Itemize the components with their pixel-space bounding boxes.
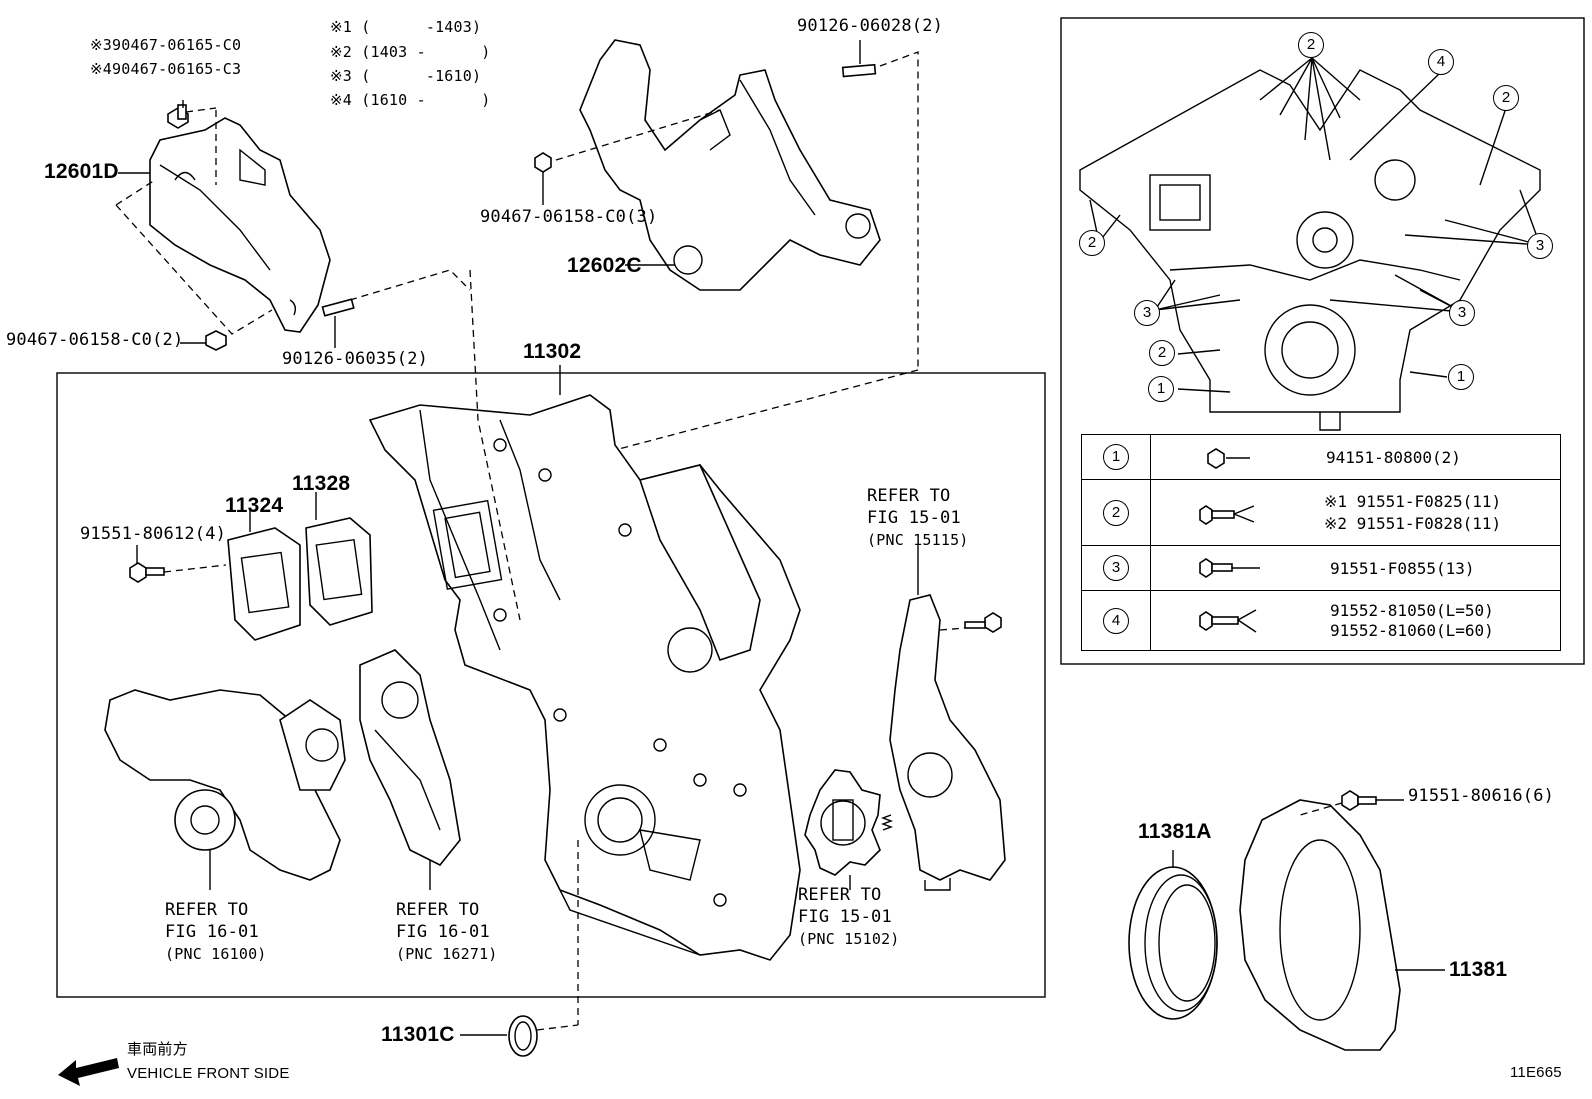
bracket-12601D bbox=[149, 117, 331, 333]
legend-part-number[interactable]: 91552-81060(L=60) bbox=[1330, 620, 1494, 640]
note-4: ※4 (1610 - ) bbox=[330, 91, 491, 109]
pump-gasket bbox=[359, 649, 461, 867]
inset-marker: 2 bbox=[1298, 32, 1324, 58]
part-number[interactable]: 90467-06158-C0(3) bbox=[480, 207, 658, 227]
part-number[interactable]: 11381A bbox=[1138, 820, 1212, 843]
stud-icon bbox=[321, 298, 355, 317]
refer-to-pnc[interactable]: (PNC 16271) bbox=[396, 945, 498, 963]
legend-row: 1 94151-80800(2) bbox=[1081, 434, 1561, 480]
legend-number: 3 bbox=[1103, 555, 1129, 581]
legend-number: 2 bbox=[1103, 499, 1129, 526]
refer-to-fig[interactable]: FIG 15-01 bbox=[867, 508, 961, 528]
refer-to-label[interactable]: REFER TO bbox=[396, 900, 480, 920]
bolt-icon bbox=[964, 612, 1002, 633]
assembly-frame bbox=[56, 372, 1046, 998]
part-number[interactable]: 11381 bbox=[1449, 958, 1508, 981]
note-2: ※2 (1403 - ) bbox=[330, 43, 491, 61]
inset-marker: 3 bbox=[1527, 233, 1553, 259]
part-number[interactable]: 11328 bbox=[292, 472, 351, 495]
oil-pump-rotor bbox=[804, 769, 881, 876]
part-number[interactable]: 90467-06158-C0(2) bbox=[6, 330, 184, 350]
refer-to-pnc[interactable]: (PNC 15102) bbox=[798, 930, 900, 948]
refer-to-label[interactable]: REFER TO bbox=[867, 486, 951, 506]
vehicle-front-jp-label: 車両前方 bbox=[127, 1041, 188, 1058]
inset-marker: 2 bbox=[1149, 340, 1175, 366]
bolt-icon bbox=[167, 104, 189, 129]
refer-to-label[interactable]: REFER TO bbox=[165, 900, 249, 920]
inset-marker: 1 bbox=[1148, 376, 1174, 402]
refer-to-fig[interactable]: FIG 15-01 bbox=[798, 907, 892, 927]
legend-part-number[interactable]: ※2 91551-F0828(11) bbox=[1324, 513, 1502, 533]
bolt-icon bbox=[205, 330, 227, 351]
inset-marker: 2 bbox=[1493, 85, 1519, 111]
stud-icon bbox=[841, 63, 877, 78]
timing-cover-11302 bbox=[368, 394, 801, 961]
inset-marker: 2 bbox=[1079, 230, 1105, 256]
part-number[interactable]: 91551-80616(6) bbox=[1408, 786, 1555, 806]
vehicle-front-label: VEHICLE FRONT SIDE bbox=[127, 1065, 290, 1082]
part-number[interactable]: ※390467-06165-C0 bbox=[90, 36, 242, 54]
refer-to-label[interactable]: REFER TO bbox=[798, 885, 882, 905]
vehicle-front-arrow-icon bbox=[58, 1058, 119, 1086]
seal-retainer-11381 bbox=[1239, 799, 1401, 1051]
inset-marker: 3 bbox=[1449, 300, 1475, 326]
refer-to-fig[interactable]: FIG 16-01 bbox=[396, 922, 490, 942]
inset-cover-outline bbox=[1079, 69, 1541, 431]
legend-row: 4 91552-81050(L=50) 91552-81060(L=60) bbox=[1081, 590, 1561, 651]
inset-marker: 3 bbox=[1134, 300, 1160, 326]
legend-part-number[interactable]: 91552-81050(L=50) bbox=[1330, 600, 1494, 620]
cover-12602C bbox=[579, 39, 881, 291]
legend-row: 2 ※1 91551-F0825(11) ※2 91551-F0828(11) bbox=[1081, 479, 1561, 546]
bolt-icon bbox=[534, 152, 552, 173]
part-number[interactable]: 12602C bbox=[567, 254, 642, 277]
legend-row: 3 91551-F0855(13) bbox=[1081, 545, 1561, 591]
spring-icon bbox=[881, 814, 893, 831]
part-number[interactable]: 11302 bbox=[523, 340, 582, 363]
oil-pump-body bbox=[889, 594, 1006, 891]
note-3: ※3 ( -1610) bbox=[330, 67, 482, 85]
legend-part-number[interactable]: ※1 91551-F0825(11) bbox=[1324, 491, 1502, 511]
figure-code: 11E665 bbox=[1510, 1064, 1562, 1081]
legend-part-number[interactable]: 91551-F0855(13) bbox=[1330, 558, 1475, 578]
water-pump bbox=[104, 689, 346, 881]
part-number[interactable]: 11301C bbox=[381, 1023, 455, 1046]
legend-number: 4 bbox=[1103, 607, 1129, 634]
part-number[interactable]: 90126-06028(2) bbox=[797, 16, 944, 36]
part-number[interactable]: 12601D bbox=[44, 160, 119, 183]
refer-to-fig[interactable]: FIG 16-01 bbox=[165, 922, 259, 942]
note-1: ※1 ( -1403) bbox=[330, 18, 482, 36]
bolt-icon bbox=[129, 562, 165, 583]
inset-marker: 4 bbox=[1428, 49, 1454, 75]
gasket-11324 bbox=[227, 527, 301, 641]
oil-seal-11381A bbox=[1128, 866, 1218, 1020]
part-number[interactable]: 11324 bbox=[225, 494, 284, 517]
inset-marker: 1 bbox=[1448, 364, 1474, 390]
inset-frame bbox=[1060, 17, 1585, 665]
part-number[interactable]: 90126-06035(2) bbox=[282, 349, 429, 369]
part-number[interactable]: ※490467-06165-C3 bbox=[90, 60, 242, 78]
part-number[interactable]: 91551-80612(4) bbox=[80, 524, 227, 544]
gasket-11328 bbox=[305, 517, 373, 626]
refer-to-pnc[interactable]: (PNC 15115) bbox=[867, 531, 969, 549]
oil-seal-11301C bbox=[508, 1015, 538, 1057]
legend-part-number[interactable]: 94151-80800(2) bbox=[1326, 447, 1461, 467]
fastener-legend-table: 1 94151-80800(2) 2 ※1 91551-F0825(11) ※2… bbox=[1081, 434, 1561, 651]
refer-to-pnc[interactable]: (PNC 16100) bbox=[165, 945, 267, 963]
bolt-icon bbox=[1341, 790, 1377, 811]
legend-number: 1 bbox=[1103, 444, 1129, 470]
